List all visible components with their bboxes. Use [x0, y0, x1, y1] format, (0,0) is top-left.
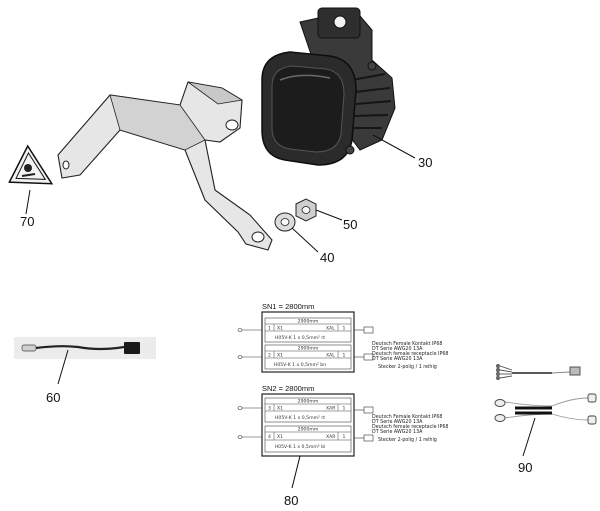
- sn1-right-connectors: [354, 326, 374, 361]
- sn2-b2-pin: 4: [268, 434, 271, 440]
- sn1-note-b: DT Serie AWG20 13A: [372, 346, 423, 352]
- sn1-block1: 2900mm 1 X1 XAL 1 H05V-K 1 x 0,5mm² rt: [264, 317, 352, 343]
- callout-50: 50: [343, 217, 358, 232]
- leader-line-90: [522, 417, 536, 457]
- sn2-note-b: DT Serie AWG20 13A: [372, 419, 423, 425]
- sn2-b1-length: 2900mm: [298, 399, 319, 405]
- sn2-right-connectors: [354, 406, 374, 442]
- sn2-block1: 2900mm 3 X1 XAR 1 H05V-K 1 x 0,5mm² rt: [264, 397, 352, 423]
- warning-label-part-70[interactable]: [6, 144, 54, 188]
- sn1-b2-length: 2900mm: [298, 346, 319, 352]
- sn2-frame: [261, 393, 355, 457]
- sn2-note-c: Deutsch female receptacle IP68: [372, 424, 448, 430]
- sn1-note-a: Deutsch Female Kontakt IP68: [372, 341, 442, 347]
- sn2-b2-from: X1: [277, 434, 283, 440]
- leader-line-30: [372, 134, 416, 159]
- nut-part-50[interactable]: [295, 198, 317, 222]
- leader-line-40: [291, 227, 319, 253]
- sn1-b1-pin: 1: [268, 326, 271, 332]
- callout-90: 90: [518, 460, 533, 475]
- callout-40: 40: [320, 250, 335, 265]
- sn1-b1-from: X1: [277, 326, 283, 332]
- sn1-b2-cable: H05V-K 1 x 0,5mm² bn: [274, 362, 326, 368]
- sn1-b2-pin-end: 1: [343, 353, 346, 359]
- callout-80: 80: [284, 493, 299, 508]
- wiring-diagram-part-80[interactable]: 2900mm 1 X1 XAL 1 H05V-K 1 x 0,5mm² rt 2…: [237, 311, 448, 457]
- harness-part-90[interactable]: [494, 364, 597, 425]
- sn1-b1-cable: H05V-K 1 x 0,5mm² rt: [275, 335, 325, 341]
- sn2-left-pins: [237, 406, 262, 439]
- mounting-bracket[interactable]: [57, 81, 273, 251]
- sn2-b1-to: XAR: [326, 406, 336, 412]
- sn2-block2: 2900mm 4 X1 XAR 1 H05V-K 1 x 0,5mm² bl: [264, 425, 352, 453]
- sn2-b1-cable: H05V-K 1 x 0,5mm² rt: [275, 415, 325, 421]
- sn1-note-e: Stecker 2-polig / 1 reihig: [378, 364, 437, 370]
- sn2-title: SN2 = 2800mm: [262, 384, 315, 393]
- sn1-block2: 2900mm 2 X1 XAL 1 H05V-K 1 x 0,5mm² bn: [264, 344, 352, 370]
- sn1-b1-pin-end: 1: [343, 326, 346, 332]
- lamp-part-30[interactable]: [261, 7, 396, 166]
- sn2-note-e: Stecker 2-polig / 1 reihig: [378, 437, 437, 443]
- sn2-note-d: DT Serie AWG20 13A: [372, 429, 423, 435]
- leader-line-80: [291, 455, 301, 489]
- sn1-b2-pin: 2: [268, 353, 271, 359]
- cable-part-60[interactable]: [14, 337, 156, 359]
- sn2-note-a: Deutsch Female Kontakt IP68: [372, 414, 442, 420]
- callout-30: 30: [418, 155, 433, 170]
- leader-line-50: [315, 209, 343, 221]
- sn1-b2-from: X1: [277, 353, 283, 359]
- sn2-b2-to: XAR: [326, 434, 336, 440]
- callout-70: 70: [20, 214, 35, 229]
- sn1-note-d: DT Serie AWG20 13A: [372, 356, 423, 362]
- sn2-b1-pin: 3: [268, 406, 271, 412]
- leader-line-60: [57, 349, 69, 385]
- callout-60: 60: [46, 390, 61, 405]
- sn1-b1-length: 2900mm: [298, 319, 319, 325]
- leader-line-70: [25, 189, 31, 215]
- sn1-note-c: Deutsch female receptacle IP68: [372, 351, 448, 357]
- sn1-left-pins: [237, 328, 262, 359]
- sn2-b1-from: X1: [277, 406, 283, 412]
- sn1-b1-to: XAL: [326, 326, 335, 332]
- sn2-b2-pin-end: 1: [343, 434, 346, 440]
- sn2-b2-length: 2900mm: [298, 427, 319, 433]
- sn2-b1-pin-end: 1: [343, 406, 346, 412]
- sn1-title: SN1 = 2800mm: [262, 302, 315, 311]
- washer-part-40[interactable]: [274, 212, 296, 232]
- sn2-b2-cable: H05V-K 1 x 0,5mm² bl: [275, 444, 326, 450]
- sn1-b2-to: XAL: [326, 353, 335, 359]
